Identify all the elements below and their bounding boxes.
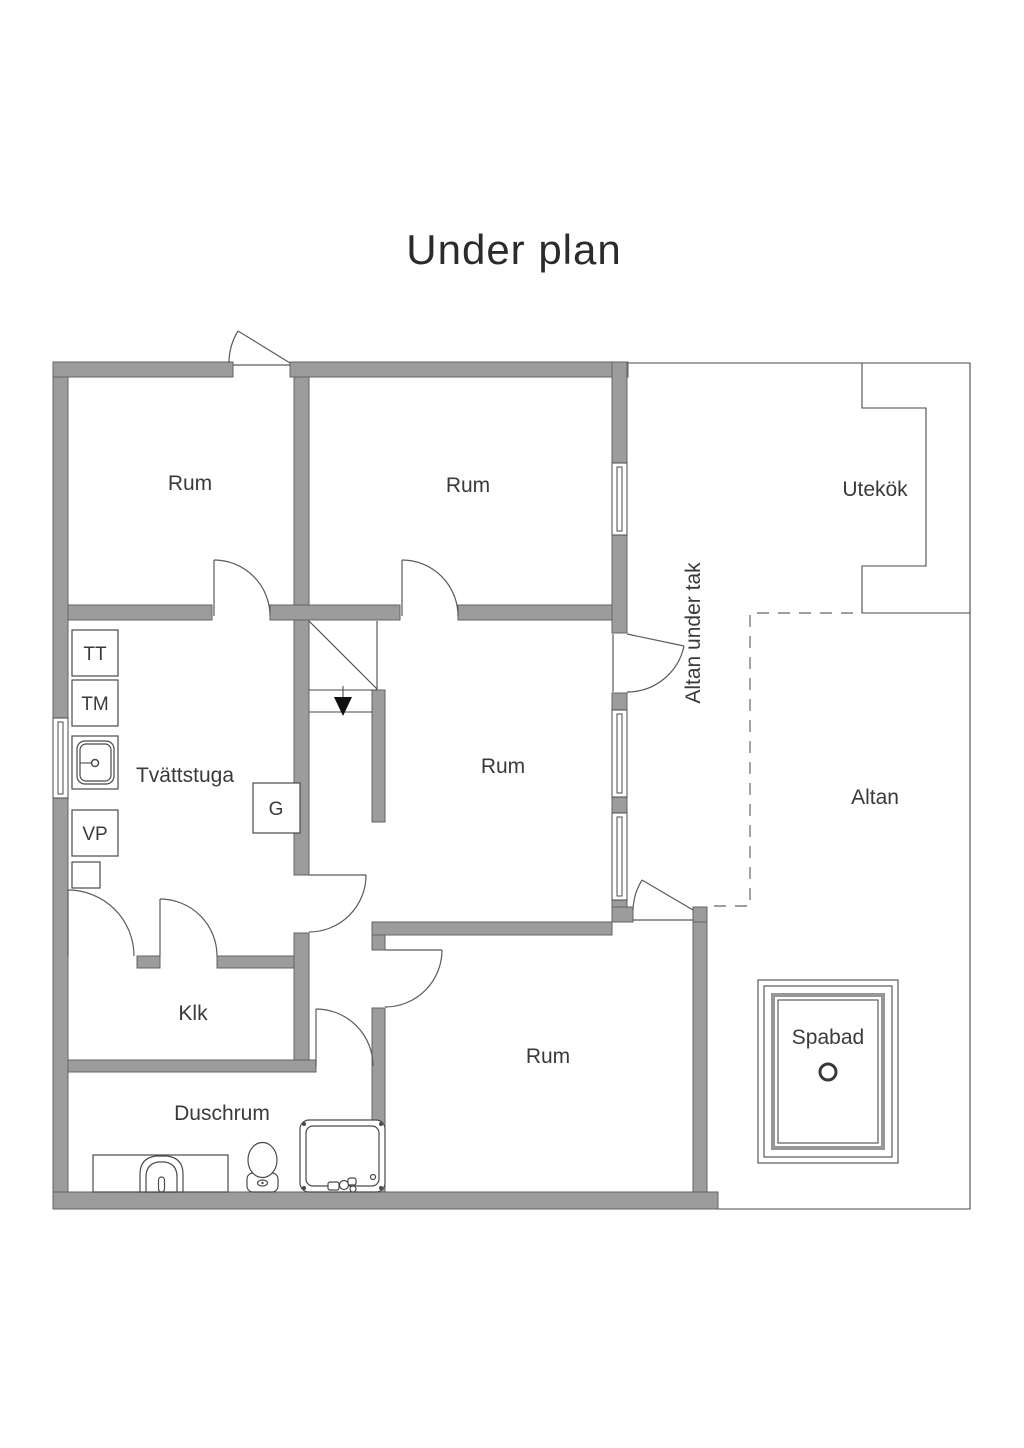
bathroom-fixtures [92, 1119, 386, 1193]
window-icon [611, 462, 628, 536]
door-icon [384, 949, 443, 1008]
door-icon [308, 874, 367, 933]
door-icon [315, 1008, 374, 1067]
fixture-label-g: G [269, 799, 284, 820]
toilet-icon [246, 1141, 279, 1193]
door-icon [612, 633, 685, 693]
stairs-down-arrow-icon [334, 686, 352, 716]
room-labels: Rum Rum Utekök Altan under tak Rum Tvätt… [136, 472, 908, 1125]
entrance-door-icon [228, 330, 291, 366]
door-icon [213, 559, 271, 617]
page-title: Under plan [406, 226, 621, 273]
laundry-fixtures [71, 629, 301, 889]
wardrobe-box [252, 782, 301, 834]
spabad-tub-icon [757, 979, 899, 1164]
fixture-labels: TT TM VP G [81, 644, 283, 845]
laundry-sink-icon [71, 735, 119, 790]
room-label-rum-top-middle: Rum [446, 474, 490, 497]
room-label-rum-bottom: Rum [526, 1045, 570, 1068]
room-label-duschrum: Duschrum [174, 1102, 270, 1125]
room-label-klk: Klk [178, 1002, 208, 1025]
room-label-utekok: Utekök [842, 478, 908, 501]
door-icons [67, 330, 694, 1067]
window-icon [52, 717, 69, 799]
spa-jet-icon [818, 1062, 838, 1082]
fixture-label-vp: VP [82, 824, 107, 845]
altan-under-tak-dashed-boundary [714, 612, 860, 907]
outdoor-outline [627, 362, 971, 1210]
fixture-label-tt: TT [83, 644, 107, 665]
stairs-icon [308, 620, 378, 716]
door-icon [632, 879, 694, 921]
shelf-box [71, 861, 101, 889]
room-label-spabad: Spabad [792, 1026, 864, 1049]
door-icon [67, 889, 135, 957]
room-label-tvattstuga: Tvättstuga [136, 764, 234, 787]
window-icons [52, 462, 628, 901]
vp-box [71, 809, 119, 857]
door-icon [159, 898, 218, 957]
room-label-rum-middle: Rum [481, 755, 525, 778]
shower-icon [299, 1119, 386, 1193]
room-label-altan-under-tak: Altan under tak [682, 562, 705, 704]
window-icon [611, 709, 628, 798]
room-label-rum-top-left: Rum [168, 472, 212, 495]
tt-box [71, 629, 119, 677]
door-icon [401, 559, 459, 617]
vanity-sink-icon [92, 1154, 229, 1193]
room-label-altan: Altan [851, 786, 899, 809]
fixture-label-tm: TM [81, 694, 108, 715]
tm-box [71, 679, 119, 727]
window-icon [611, 812, 628, 901]
wall-segments [52, 361, 719, 1210]
